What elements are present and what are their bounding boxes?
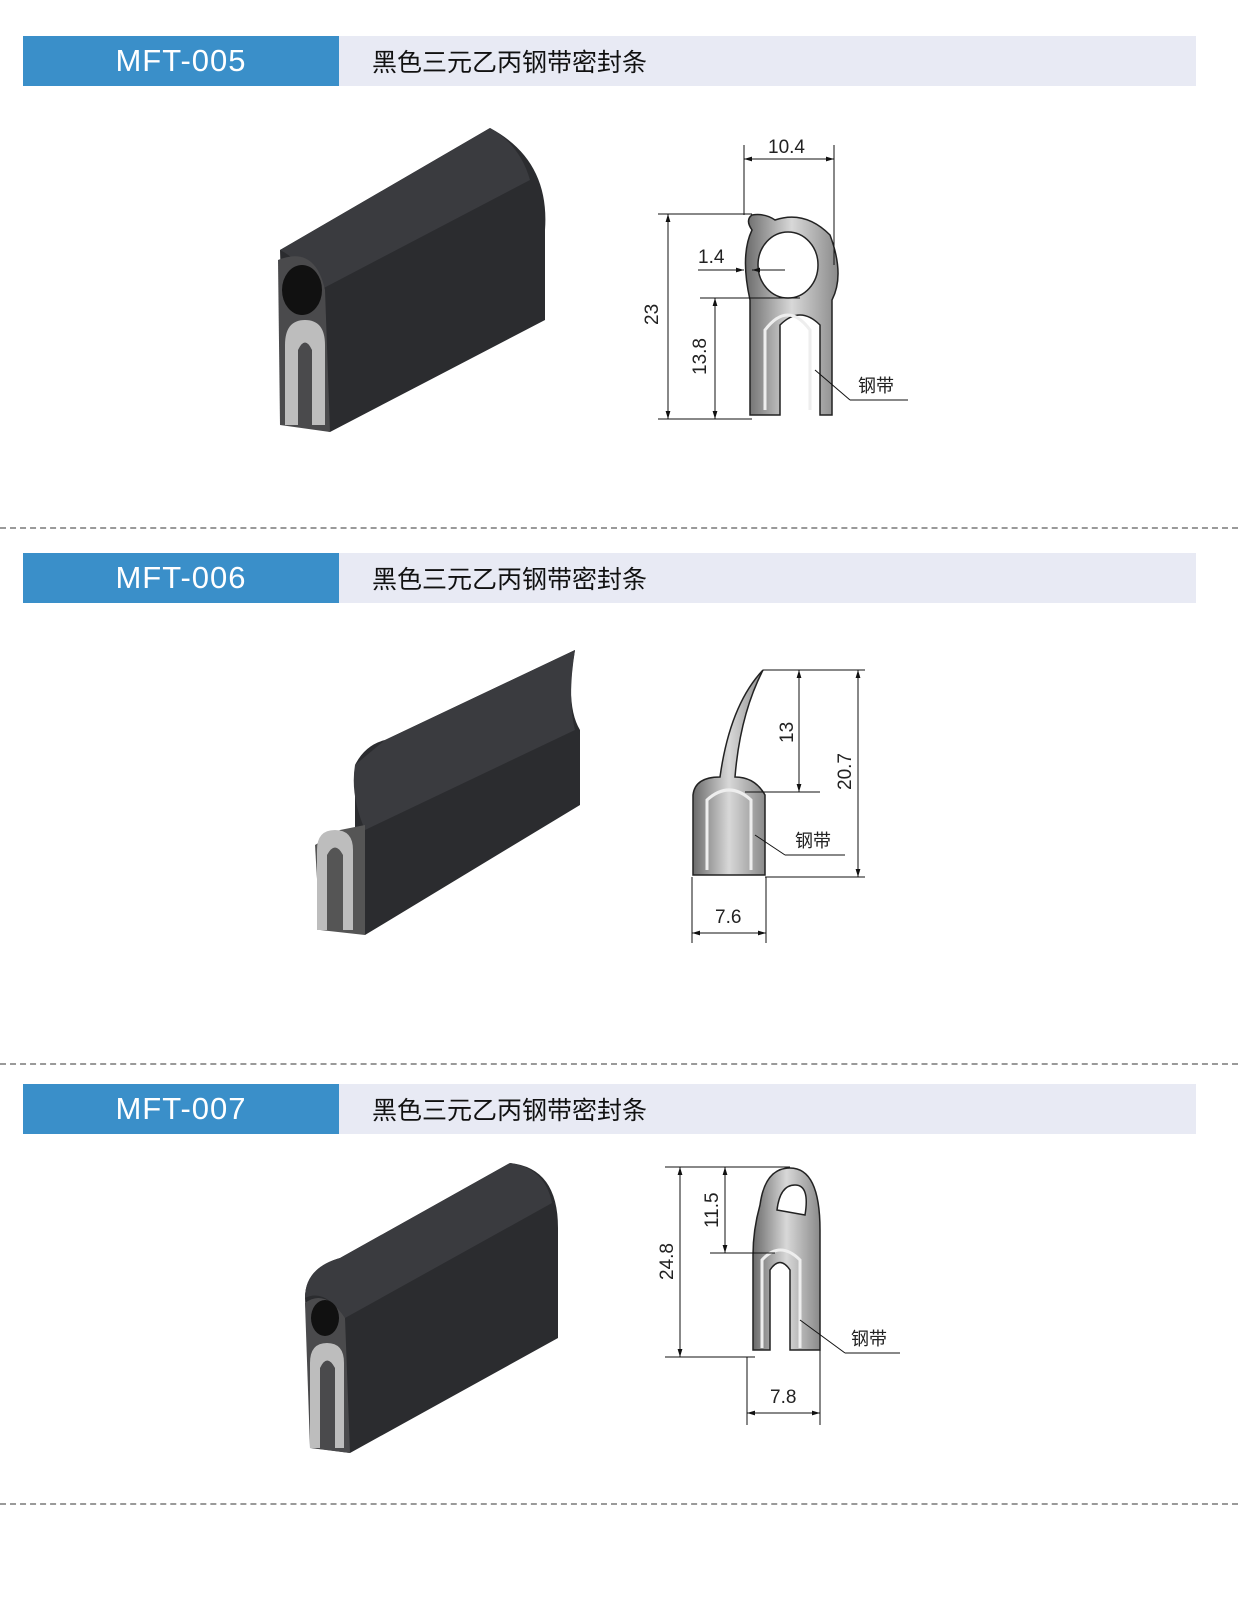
- dim-lip-height: 13: [777, 722, 798, 743]
- dim-height: 20.7: [835, 753, 856, 790]
- product-name: 黑色三元乙丙钢带密封条: [339, 36, 1196, 86]
- dim-width: 10.4: [768, 137, 805, 158]
- section-divider: [0, 1503, 1238, 1505]
- product-photo-mft-005: [278, 128, 546, 432]
- section-divider: [0, 527, 1238, 529]
- product-name: 黑色三元乙丙钢带密封条: [339, 1084, 1196, 1134]
- profile-diagram-mft-007: 24.8 11.5 钢带 7.8: [657, 1166, 900, 1425]
- product-code: MFT-007: [23, 1084, 339, 1134]
- dim-width: 7.6: [715, 907, 741, 928]
- product-header-mft-006: MFT-006 黑色三元乙丙钢带密封条: [23, 553, 1196, 603]
- dim-height: 24.8: [657, 1243, 678, 1280]
- dim-clip-height: 13.8: [690, 338, 711, 375]
- dim-height: 23: [642, 304, 663, 325]
- steel-strip-label: 钢带: [795, 831, 831, 852]
- product-header-mft-007: MFT-007 黑色三元乙丙钢带密封条: [23, 1084, 1196, 1134]
- profile-diagram-mft-006: 13 20.7 钢带 7.6: [691, 669, 865, 943]
- dim-width: 7.8: [770, 1387, 796, 1408]
- dim-bulb-height: 11.5: [702, 1192, 723, 1228]
- product-header-mft-005: MFT-005 黑色三元乙丙钢带密封条: [23, 36, 1196, 86]
- section-divider: [0, 1063, 1238, 1065]
- product-photo-mft-006: [315, 650, 580, 935]
- product-name: 黑色三元乙丙钢带密封条: [339, 553, 1196, 603]
- steel-strip-label: 钢带: [858, 376, 894, 397]
- profile-diagram-mft-005: 10.4 23 1.4 13.8 钢带: [642, 137, 908, 420]
- product-code: MFT-006: [23, 553, 339, 603]
- dim-wall: 1.4: [698, 247, 725, 268]
- product-photo-mft-007: [305, 1163, 558, 1453]
- product-code: MFT-005: [23, 36, 339, 86]
- steel-strip-label: 钢带: [851, 1329, 887, 1350]
